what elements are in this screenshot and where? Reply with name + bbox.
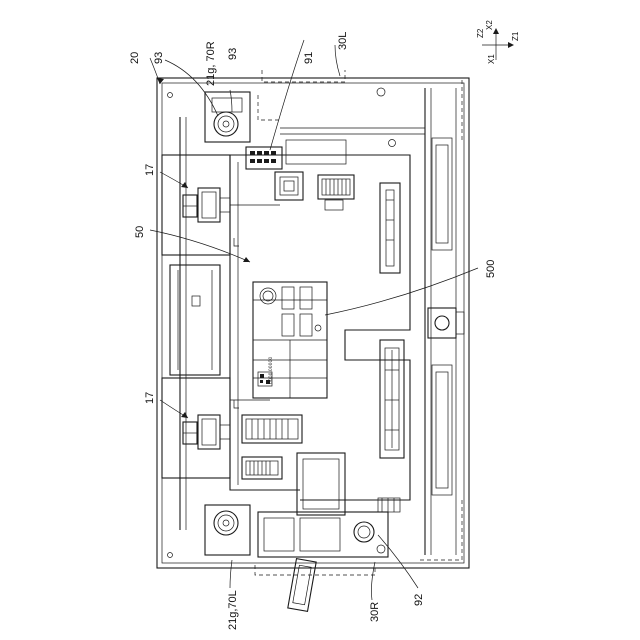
label-91: 91 bbox=[303, 52, 315, 64]
connector-vertical-lower bbox=[380, 340, 404, 458]
connector-91 bbox=[246, 128, 425, 169]
main-board-50 bbox=[230, 155, 410, 500]
axis-z1-label: Z1 bbox=[511, 31, 520, 41]
leader-lines bbox=[150, 40, 478, 600]
coordinate-axes: Z2 X2 Z1 X1 bbox=[476, 20, 520, 64]
bracket-21g-70L bbox=[205, 505, 250, 555]
connector-bottom-2 bbox=[242, 457, 282, 479]
label-93-mid: 93 bbox=[227, 48, 239, 60]
connector-upper bbox=[318, 175, 354, 210]
bracket-21g-70R bbox=[205, 92, 250, 142]
label-93-top: 93 bbox=[153, 52, 165, 64]
cover-30L-dashed bbox=[258, 70, 462, 140]
axis-x1-label: X1 bbox=[487, 54, 496, 64]
label-500: 500 bbox=[485, 260, 497, 278]
axis-z2-label: Z2 bbox=[476, 28, 485, 38]
clip-17-bottom bbox=[162, 378, 230, 478]
label-plate-500: 0000.00000 bbox=[253, 282, 327, 398]
label-30L: 30L bbox=[337, 32, 349, 50]
label-92: 92 bbox=[413, 594, 425, 606]
axis-x2-label: X2 bbox=[485, 20, 494, 30]
label-20: 20 bbox=[129, 52, 141, 64]
label-30R: 30R bbox=[369, 602, 381, 622]
connector-bottom-1 bbox=[242, 415, 302, 443]
chip-square bbox=[275, 172, 303, 200]
reference-labels: 20 93 21g, 70R 93 91 30L 17 50 500 17 21… bbox=[129, 32, 497, 630]
clip-17-top bbox=[162, 155, 230, 255]
label-21g-70L: 21g,70L bbox=[227, 590, 239, 630]
label-17-top: 17 bbox=[144, 164, 156, 176]
bottom-center-module-92 bbox=[258, 453, 400, 611]
connector-vertical-upper bbox=[380, 183, 400, 273]
housing-outline bbox=[157, 78, 469, 568]
label-21g-70R: 21g, 70R bbox=[205, 41, 217, 86]
label-50: 50 bbox=[134, 226, 146, 238]
right-rail bbox=[428, 138, 464, 495]
left-center-rail bbox=[170, 265, 220, 375]
label-plate-code: 0000.00000 bbox=[268, 357, 274, 384]
label-17-bottom: 17 bbox=[144, 392, 156, 404]
